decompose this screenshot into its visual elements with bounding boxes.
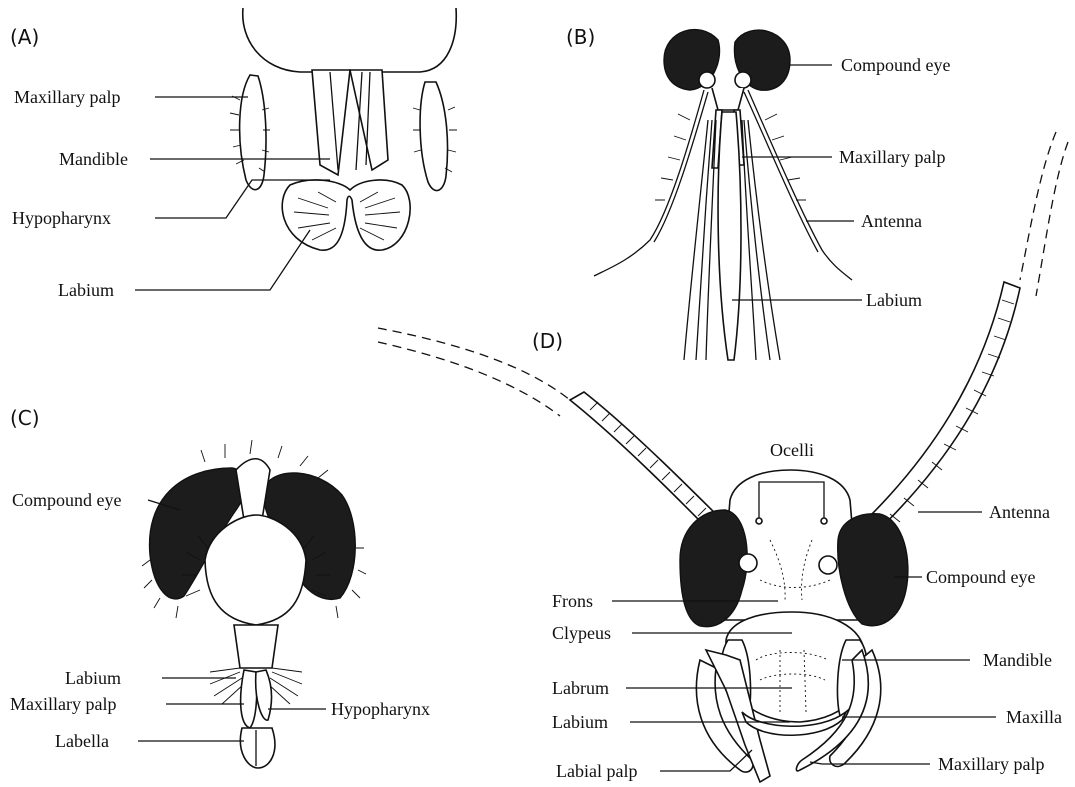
label-d-ocelli: Ocelli — [770, 440, 814, 460]
label-b-antenna: Antenna — [861, 211, 922, 231]
label-c-labium: Labium — [65, 668, 121, 688]
label-d-mandible: Mandible — [983, 650, 1052, 670]
label-d-labrum: Labrum — [552, 678, 609, 698]
label-b-maxillary-palp: Maxillary palp — [839, 147, 945, 167]
label-d-antenna: Antenna — [989, 502, 1050, 522]
panel-letter-b: (B) — [566, 26, 595, 48]
label-d-labial-palp: Labial palp — [556, 761, 637, 781]
label-a-hypopharynx: Hypopharynx — [12, 208, 111, 228]
label-a-labium: Labium — [58, 280, 114, 300]
label-c-labella: Labella — [55, 731, 109, 751]
label-a-mandible: Mandible — [59, 149, 128, 169]
label-b-labium: Labium — [866, 290, 922, 310]
label-c-compound-eye: Compound eye — [12, 490, 122, 510]
label-a-maxillary-palp: Maxillary palp — [14, 87, 120, 107]
label-d-clypeus: Clypeus — [552, 623, 611, 643]
label-d-maxilla: Maxilla — [1006, 707, 1062, 727]
label-c-maxillary-palp: Maxillary palp — [10, 694, 116, 714]
label-d-labium: Labium — [552, 712, 608, 732]
panel-a-drawing — [230, 8, 457, 250]
label-c-hypopharynx: Hypopharynx — [331, 699, 430, 719]
label-d-compound-eye: Compound eye — [926, 567, 1036, 587]
panel-letter-a: (A) — [10, 26, 39, 48]
panel-letter-d: (D) — [532, 330, 563, 352]
label-d-frons: Frons — [552, 591, 593, 611]
label-d-maxillary-palp: Maxillary palp — [938, 754, 1044, 774]
panel-letter-c: (C) — [10, 407, 40, 429]
label-b-compound-eye: Compound eye — [841, 55, 951, 75]
panel-b-drawing — [594, 30, 852, 360]
